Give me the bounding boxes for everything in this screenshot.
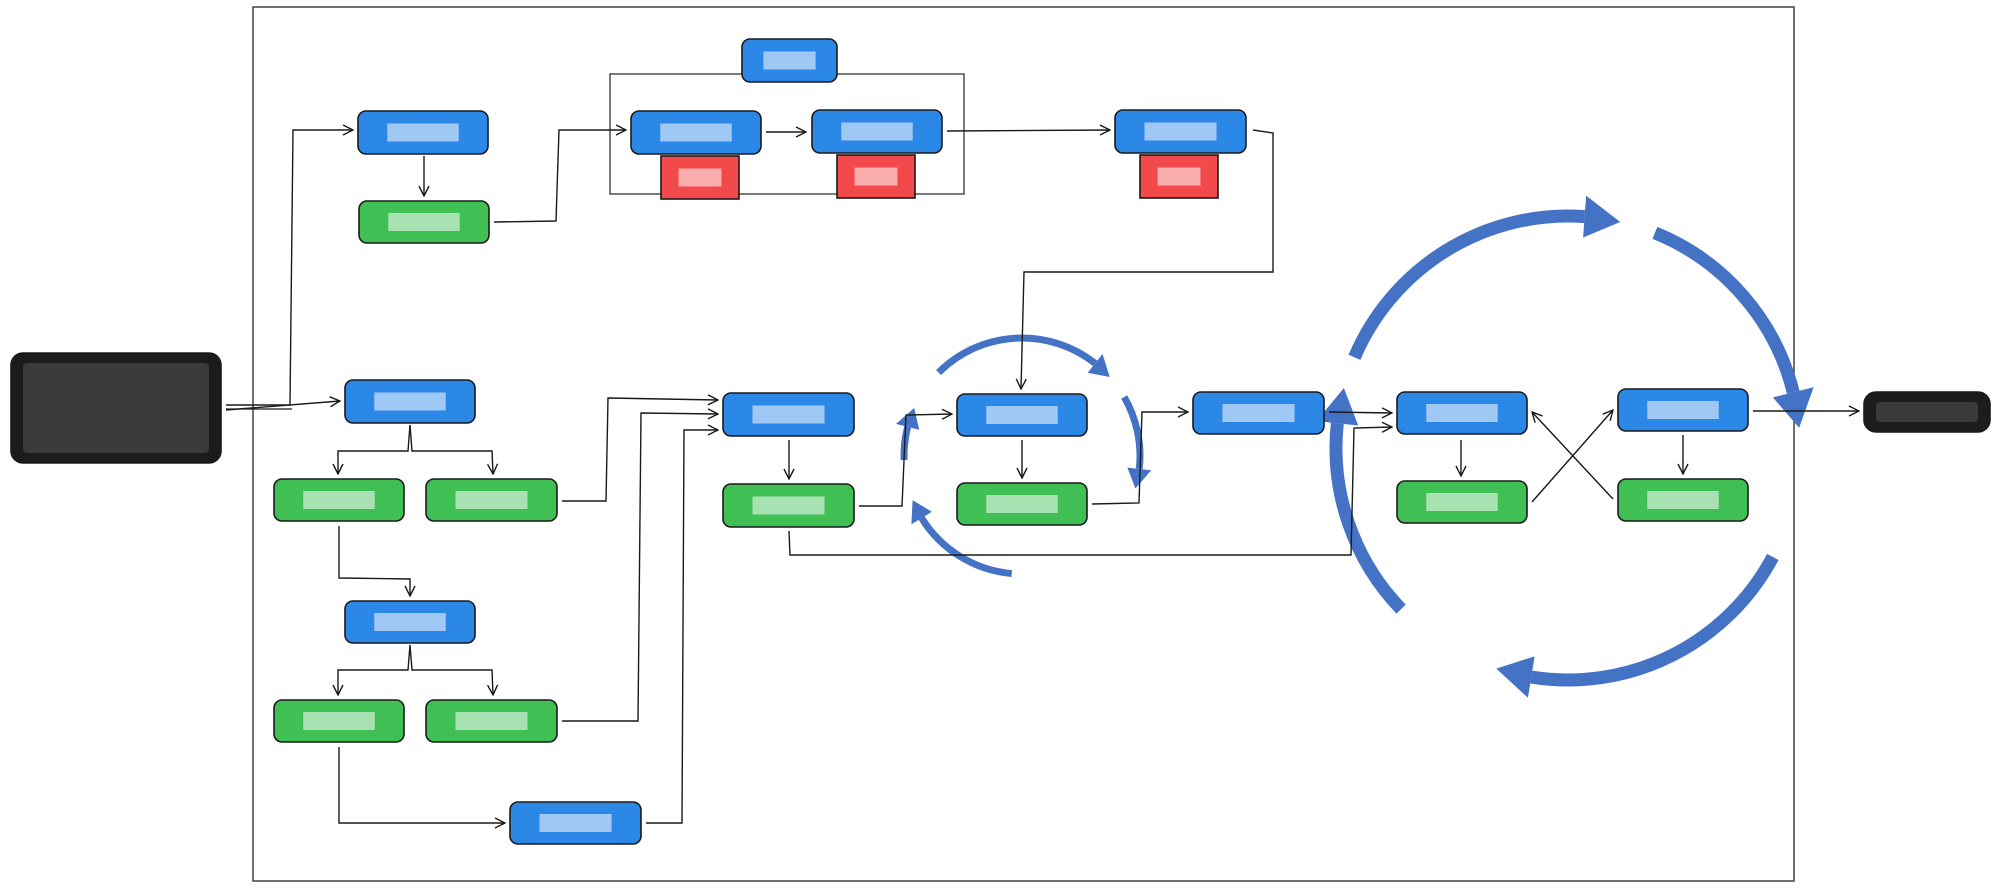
node-input-terminal[interactable] xyxy=(10,352,222,464)
small-cycle-arc xyxy=(918,516,1013,578)
node-output-d1[interactable] xyxy=(956,482,1088,526)
output-b1-label-placeholder xyxy=(303,491,375,509)
output-f2-label-placeholder xyxy=(1647,491,1719,509)
cycles-layer xyxy=(896,195,1814,698)
node-output-b1[interactable] xyxy=(273,478,405,522)
edge-output-d1-to-process-e1 xyxy=(1091,412,1188,505)
edge-output-b3-to-process-b3 xyxy=(338,747,505,823)
output-c1-label-placeholder xyxy=(752,496,825,515)
node-process-d1[interactable] xyxy=(956,393,1088,437)
large-cycle-arc xyxy=(1329,422,1406,614)
node-output-f2[interactable] xyxy=(1617,478,1749,522)
large-cycle-arrowhead xyxy=(1772,387,1814,428)
edge-process-g2-to-process-a2 xyxy=(946,130,1110,131)
large-cycle-arc xyxy=(1652,226,1800,394)
process-c1-label-placeholder xyxy=(752,405,825,424)
alert-g2-label-placeholder xyxy=(854,167,898,186)
alert-a2-label-placeholder xyxy=(1157,167,1201,186)
edge-output-c1-to-process-d1 xyxy=(859,414,952,507)
edge-input-terminal-to-process-a1 xyxy=(226,130,353,406)
output-a1-label-placeholder xyxy=(388,213,460,231)
large-cycle-arc xyxy=(1348,209,1586,360)
small-cycle-arc xyxy=(1121,395,1144,470)
output-b4-label-placeholder xyxy=(455,712,528,730)
process-g1-label-placeholder xyxy=(660,123,732,142)
process-e1-label-placeholder xyxy=(1222,404,1295,422)
node-output-f1[interactable] xyxy=(1396,480,1528,524)
output-d1-label-placeholder xyxy=(986,495,1058,513)
large-cycle-arrowhead xyxy=(1583,195,1621,238)
output-f1-label-placeholder xyxy=(1426,493,1498,511)
node-process-g1[interactable] xyxy=(630,110,762,155)
process-f1-label-placeholder xyxy=(1426,404,1498,422)
edge-process-b3-to-process-c1 xyxy=(646,430,718,824)
node-process-e1[interactable] xyxy=(1192,391,1325,435)
node-group-header[interactable] xyxy=(741,38,838,83)
process-a2-label-placeholder xyxy=(1144,122,1217,141)
node-alert-g2[interactable] xyxy=(836,154,916,199)
node-process-a2[interactable] xyxy=(1114,109,1247,154)
output-b2-label-placeholder xyxy=(455,491,528,509)
edge-output-b1-to-process-b2 xyxy=(338,526,410,596)
node-process-g2[interactable] xyxy=(811,109,943,154)
process-a1-label-placeholder xyxy=(387,123,459,142)
node-output-b4[interactable] xyxy=(425,699,558,743)
small-cycle-arrowhead xyxy=(1087,353,1110,378)
edge-process-a2-to-process-d1 xyxy=(1021,129,1274,389)
edge-output-c1-to-process-f1 xyxy=(788,427,1392,556)
output-terminal-label-placeholder xyxy=(1876,402,1978,422)
alert-g1-label-placeholder xyxy=(678,168,722,187)
process-b2-label-placeholder xyxy=(374,613,446,631)
edge-process-b2-to-output-b4 xyxy=(409,644,493,695)
process-b1-label-placeholder xyxy=(374,392,446,411)
node-output-b3[interactable] xyxy=(273,699,405,743)
edges-layer xyxy=(225,129,1859,824)
node-process-b2[interactable] xyxy=(344,600,476,644)
node-output-c1[interactable] xyxy=(722,483,855,528)
edge-process-b2-to-output-b3 xyxy=(338,644,411,695)
node-alert-a2[interactable] xyxy=(1139,154,1219,199)
node-process-c1[interactable] xyxy=(722,392,855,437)
group-header-label-placeholder xyxy=(763,51,816,70)
node-process-b3[interactable] xyxy=(509,801,642,845)
nodes-layer xyxy=(10,38,1991,845)
node-output-b2[interactable] xyxy=(425,478,558,522)
large-cycle-arc xyxy=(1530,553,1779,687)
large-cycle-arrowhead xyxy=(1316,387,1359,426)
edge-process-b1-to-output-b1 xyxy=(338,424,411,474)
node-process-f2[interactable] xyxy=(1617,388,1749,432)
process-g2-label-placeholder xyxy=(841,122,913,141)
node-process-a1[interactable] xyxy=(357,110,489,155)
node-process-f1[interactable] xyxy=(1396,391,1528,435)
edge-output-f2-to-process-f1 xyxy=(1532,412,1614,500)
edge-output-b2-to-process-c1 xyxy=(562,398,718,502)
edge-process-b1-to-output-b2 xyxy=(409,424,493,474)
edge-output-a1-to-process-g1 xyxy=(493,130,626,223)
node-process-b1[interactable] xyxy=(344,379,476,424)
small-cycle-arc xyxy=(936,334,1098,376)
edge-process-e1-to-process-f1 xyxy=(1328,412,1392,413)
small-cycle-arrowhead xyxy=(911,500,932,525)
edge-output-b4-to-process-c1 xyxy=(562,413,718,722)
input-terminal-label-placeholder xyxy=(23,363,209,453)
large-cycle-arrowhead xyxy=(1496,656,1535,698)
process-d1-label-placeholder xyxy=(986,406,1058,424)
output-b3-label-placeholder xyxy=(303,712,375,730)
node-alert-g1[interactable] xyxy=(660,155,740,200)
small-cycle-arrowhead xyxy=(896,408,920,430)
process-f2-label-placeholder xyxy=(1647,401,1719,419)
process-b3-label-placeholder xyxy=(539,814,612,832)
node-output-a1[interactable] xyxy=(358,200,490,244)
container-frame xyxy=(252,6,1795,882)
node-output-terminal[interactable] xyxy=(1863,391,1991,433)
